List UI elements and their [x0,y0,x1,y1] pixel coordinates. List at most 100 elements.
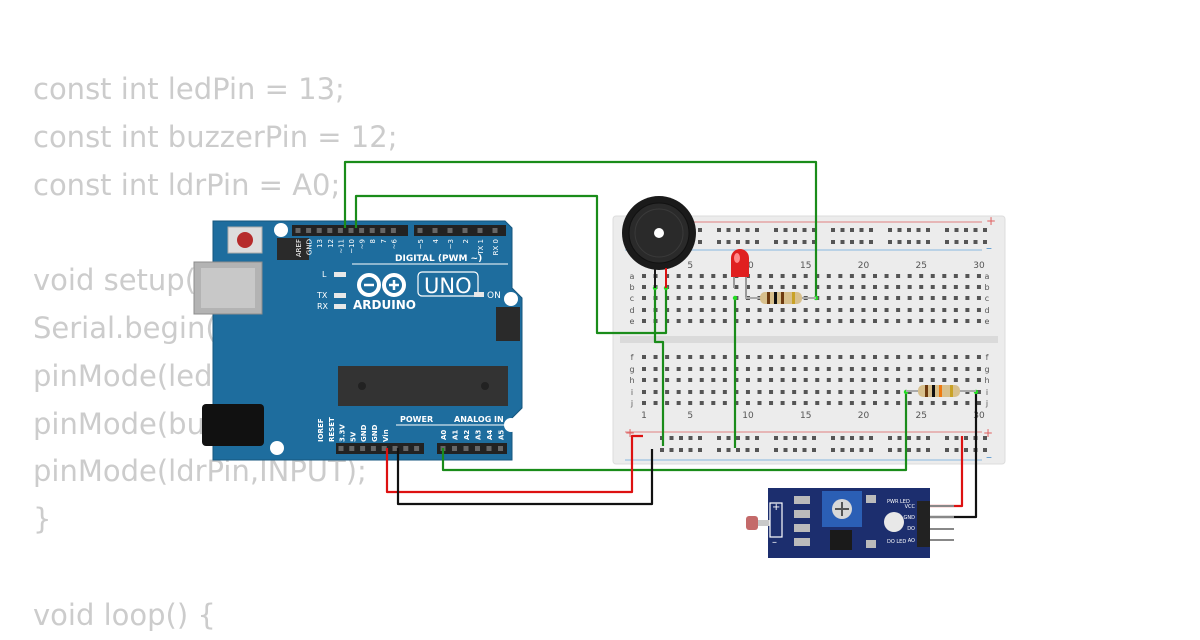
digital-pin-label: 8 [369,239,377,243]
do-led [884,512,904,532]
rail-plus-bottom-left: + [625,426,635,440]
uno-model-label: UNO [424,274,472,298]
column-number: 20 [858,261,870,271]
row-letter: f [631,353,634,362]
module-pin-labels: VCC GND DO AO [904,504,916,544]
mount-hole [274,223,288,237]
power-header-label: POWER [400,415,433,424]
row-letter: c [985,294,989,303]
power-pin-label: IOREF [317,418,325,442]
column-number: 10 [742,411,754,421]
digital-pin-label: RX 0 [492,239,500,255]
analog-pin-label: A3 [475,430,483,440]
row-letter: b [629,283,634,292]
column-number: 15 [800,261,811,271]
on-led [474,292,484,297]
row-letter: j [630,399,633,408]
column-number: 5 [687,261,693,271]
row-letter: h [984,376,989,385]
digital-pin-label: ~3 [447,239,455,249]
row-letter: e [630,317,635,326]
digital-pin-label: 7 [380,239,388,243]
buzzer [622,196,696,288]
column-number: 30 [973,261,985,271]
row-letter: i [986,388,988,397]
digital-pin-label: GND [306,239,314,255]
analog-pin-label: A5 [498,430,506,440]
code-line: void loop() { [33,597,216,632]
power-header [336,443,424,454]
digital-header-right [414,225,506,236]
l-led [334,272,346,277]
digital-pin-label: 13 [316,239,324,248]
power-jack [202,404,264,446]
column-number: 20 [858,411,870,421]
column-number: 15 [800,411,811,421]
column-number: 30 [973,411,985,421]
analog-header-label: ANALOG IN [454,415,504,424]
arduino-logo-text: ARDUINO [353,298,416,312]
rail-plus-bottom-right: + [983,426,993,440]
pwr-led-label: PWR LED [887,499,910,505]
analog-header [437,443,507,454]
digital-pin-label: ~9 [359,239,367,249]
module-plus-label: + [772,502,780,513]
arduino-logo-icon [357,273,406,297]
power-pin-label: 5V [349,431,357,442]
tx-led [334,293,346,298]
breadboard-holes [642,228,987,452]
header-pin-holes [295,228,503,451]
power-pin-label: GND [360,424,368,442]
rx-led-label: RX [317,302,329,311]
column-number: 1 [641,411,647,421]
rx-led [334,304,346,309]
row-letter: d [984,306,989,315]
row-letter: b [984,283,989,292]
red-led [731,249,749,298]
mount-hole [270,441,284,455]
do-led-label: DO LED [887,539,906,545]
rail-minus-top: – [986,241,992,255]
wire-pin12-to-buzzer [354,194,668,335]
module-pin-label: VCC [905,504,916,510]
row-letter: c [630,294,634,303]
row-letter: d [629,306,634,315]
digital-pin-label: 12 [327,239,335,248]
module-minus-label: – [772,537,777,548]
row-letter: g [984,365,989,374]
wire-a0-to-ldr-resistor [441,392,908,472]
icsp-header [496,307,520,341]
wire-gnd-to-minus-rail [396,448,654,506]
wire-5v-to-plus-rail [385,434,643,494]
wires [343,160,979,519]
column-number: 25 [915,261,926,271]
digital-header-label: DIGITAL (PWM ~) [395,254,482,264]
row-letter: f [986,353,989,362]
module-pin-label: GND [904,515,916,521]
module-pin-label: AO [908,538,915,544]
digital-pin-label: TX 1 [477,239,485,256]
column-number: 5 [687,411,693,421]
row-letter: a [630,272,635,281]
row-letter: g [629,365,634,374]
code-line: const int buzzerPin = 12; [33,119,398,154]
rail-minus-bottom: – [986,450,992,464]
power-pin-label: GND [371,424,379,442]
digital-pin-label: 4 [432,238,440,243]
row-letter: h [629,376,634,385]
mount-hole [504,292,518,306]
analog-pin-label: A0 [440,430,448,440]
row-letter: e [985,317,990,326]
power-pin-label: 3.3V [339,424,347,442]
column-number: 25 [915,411,926,421]
power-pin-label: Vin [382,429,390,442]
digital-pin-label: ~11 [337,239,345,254]
code-line: const int ldrPin = A0; [33,167,341,202]
module-pin-label: DO [907,526,915,532]
